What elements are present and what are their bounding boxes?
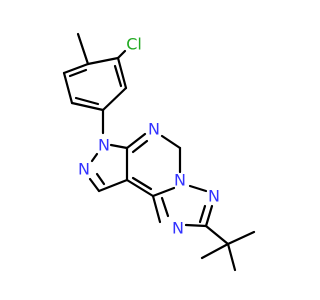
- bond-pyrimidine-c-c3a: [125, 178, 155, 198]
- bond-triazole-c-n: [184, 223, 208, 228]
- bond-pyrazole-n2-c3-inner: [95, 172, 106, 186]
- bond-triazole-bridge-n: [188, 184, 208, 193]
- atom-n-bridge: N: [174, 171, 186, 190]
- bond-tbutyl-1: [204, 224, 230, 246]
- bonds: [62, 32, 256, 272]
- molecule-structure: N N N N N N Cl: [62, 32, 256, 272]
- bond-benzene-inner-1: [113, 64, 123, 88]
- bond-pyrazole-c7a-n1: [109, 143, 129, 150]
- bond-pyrimidine-c7a-n-inner: [131, 139, 149, 154]
- atom-n-pyrazole-aryl: N: [98, 136, 110, 155]
- atom-cl: Cl: [126, 35, 142, 54]
- atom-n-triazole-bottom: N: [172, 219, 184, 238]
- bond-pyrimidine-n-c: [151, 186, 176, 198]
- bond-pyrazole-n2-c3: [88, 177, 101, 193]
- bond-benzene-4: [70, 101, 105, 112]
- bond-benzene-inner-2: [74, 96, 100, 106]
- bond-pyrazole-c3-c3a: [97, 178, 129, 193]
- structure-canvas: N N N N N N Cl: [62, 32, 256, 272]
- bond-benzene-1: [86, 56, 120, 66]
- bond-tbutyl-4: [200, 242, 230, 260]
- atom-n-pyrimidine: N: [148, 120, 160, 139]
- bond-triazole-n-c2-inner: [160, 196, 170, 218]
- atom-n-pyrazole: N: [78, 160, 90, 179]
- bond-methyl: [76, 32, 90, 66]
- bond-triazole-n-c-inner: [198, 204, 207, 224]
- bond-benzene-inner-3: [68, 68, 88, 78]
- atom-labels: N N N N N N Cl: [78, 35, 220, 238]
- bond-tbutyl-2: [226, 230, 256, 246]
- bond-pyrimidine-c-c3a-inner: [131, 176, 153, 191]
- atom-n-triazole-top: N: [208, 187, 220, 206]
- bond-pyrazole-n1-n2: [90, 152, 99, 163]
- bond-benzene-3: [101, 86, 128, 112]
- bond-pyrimidine-n-ch: [160, 134, 182, 150]
- bond-tbutyl-3: [226, 242, 237, 272]
- bond-benzene-6: [62, 62, 90, 75]
- bond-chloro: [116, 49, 127, 60]
- bond-benzene-2: [116, 56, 128, 90]
- bond-triazole-n-c: [204, 204, 214, 228]
- bond-benzene-5: [62, 71, 74, 105]
- bond-pyrimidine-c7a-n: [125, 132, 147, 150]
- bond-triazole-n-c2: [151, 194, 162, 224]
